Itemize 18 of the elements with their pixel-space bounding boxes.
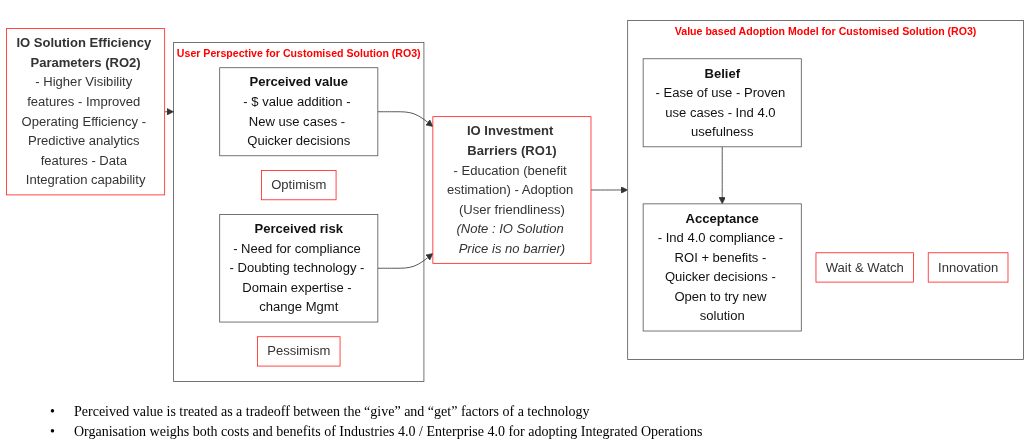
bullet-marker: •: [50, 424, 56, 440]
node-box: [6, 28, 166, 196]
bullet-marker: •: [50, 404, 56, 420]
node-box: [257, 336, 341, 367]
flow-diagram: User Perspective for Customised Solution (RO3) Value based Adoption Model for Customised Solution (RO3) Belief - Ease of use - Proven use cases - Ind 4.0 usefulness Acceptance - Ind 4.0 compliance - ROI + benefits - Quicker decisions - Open to try new solution Wait & Watch Innovation IO Solution Efficiency Parameters (RO2) - Higher Visibility features - Improved Operating Efficiency - Predictive analytics features - Data Integration capability Perceived value - $ value addition - New use cases - Quicker decisions Optimism Perceived risk - Need for compliance - Doubting technology - Domain expertise - change Mgmt Pessimism IO Investment Barriers (RO1) - Education (benefit estimation) - Adoption (User friendliness) (Note : IO Solution Price is no barrier): [0, 0, 1030, 402]
node-box: [219, 67, 379, 157]
bullet-note: Perceived value is treated as a tradeoff between the “give” and “get” factors of a technology: [74, 404, 591, 420]
node-box: [815, 252, 914, 283]
cluster: [173, 42, 425, 382]
node-box: [219, 214, 379, 323]
node-box: [432, 116, 592, 264]
node-box: [642, 203, 802, 332]
node-box: [261, 170, 337, 201]
cluster: [627, 20, 1024, 360]
node-box: [642, 58, 802, 148]
bullet-note: Organisation weighs both costs and benefits of Industries 4.0 / Enterprise 4.0 for adopting Integrated Operations: [74, 424, 703, 440]
arrow: [164, 108, 174, 116]
node-box: [927, 252, 1009, 283]
